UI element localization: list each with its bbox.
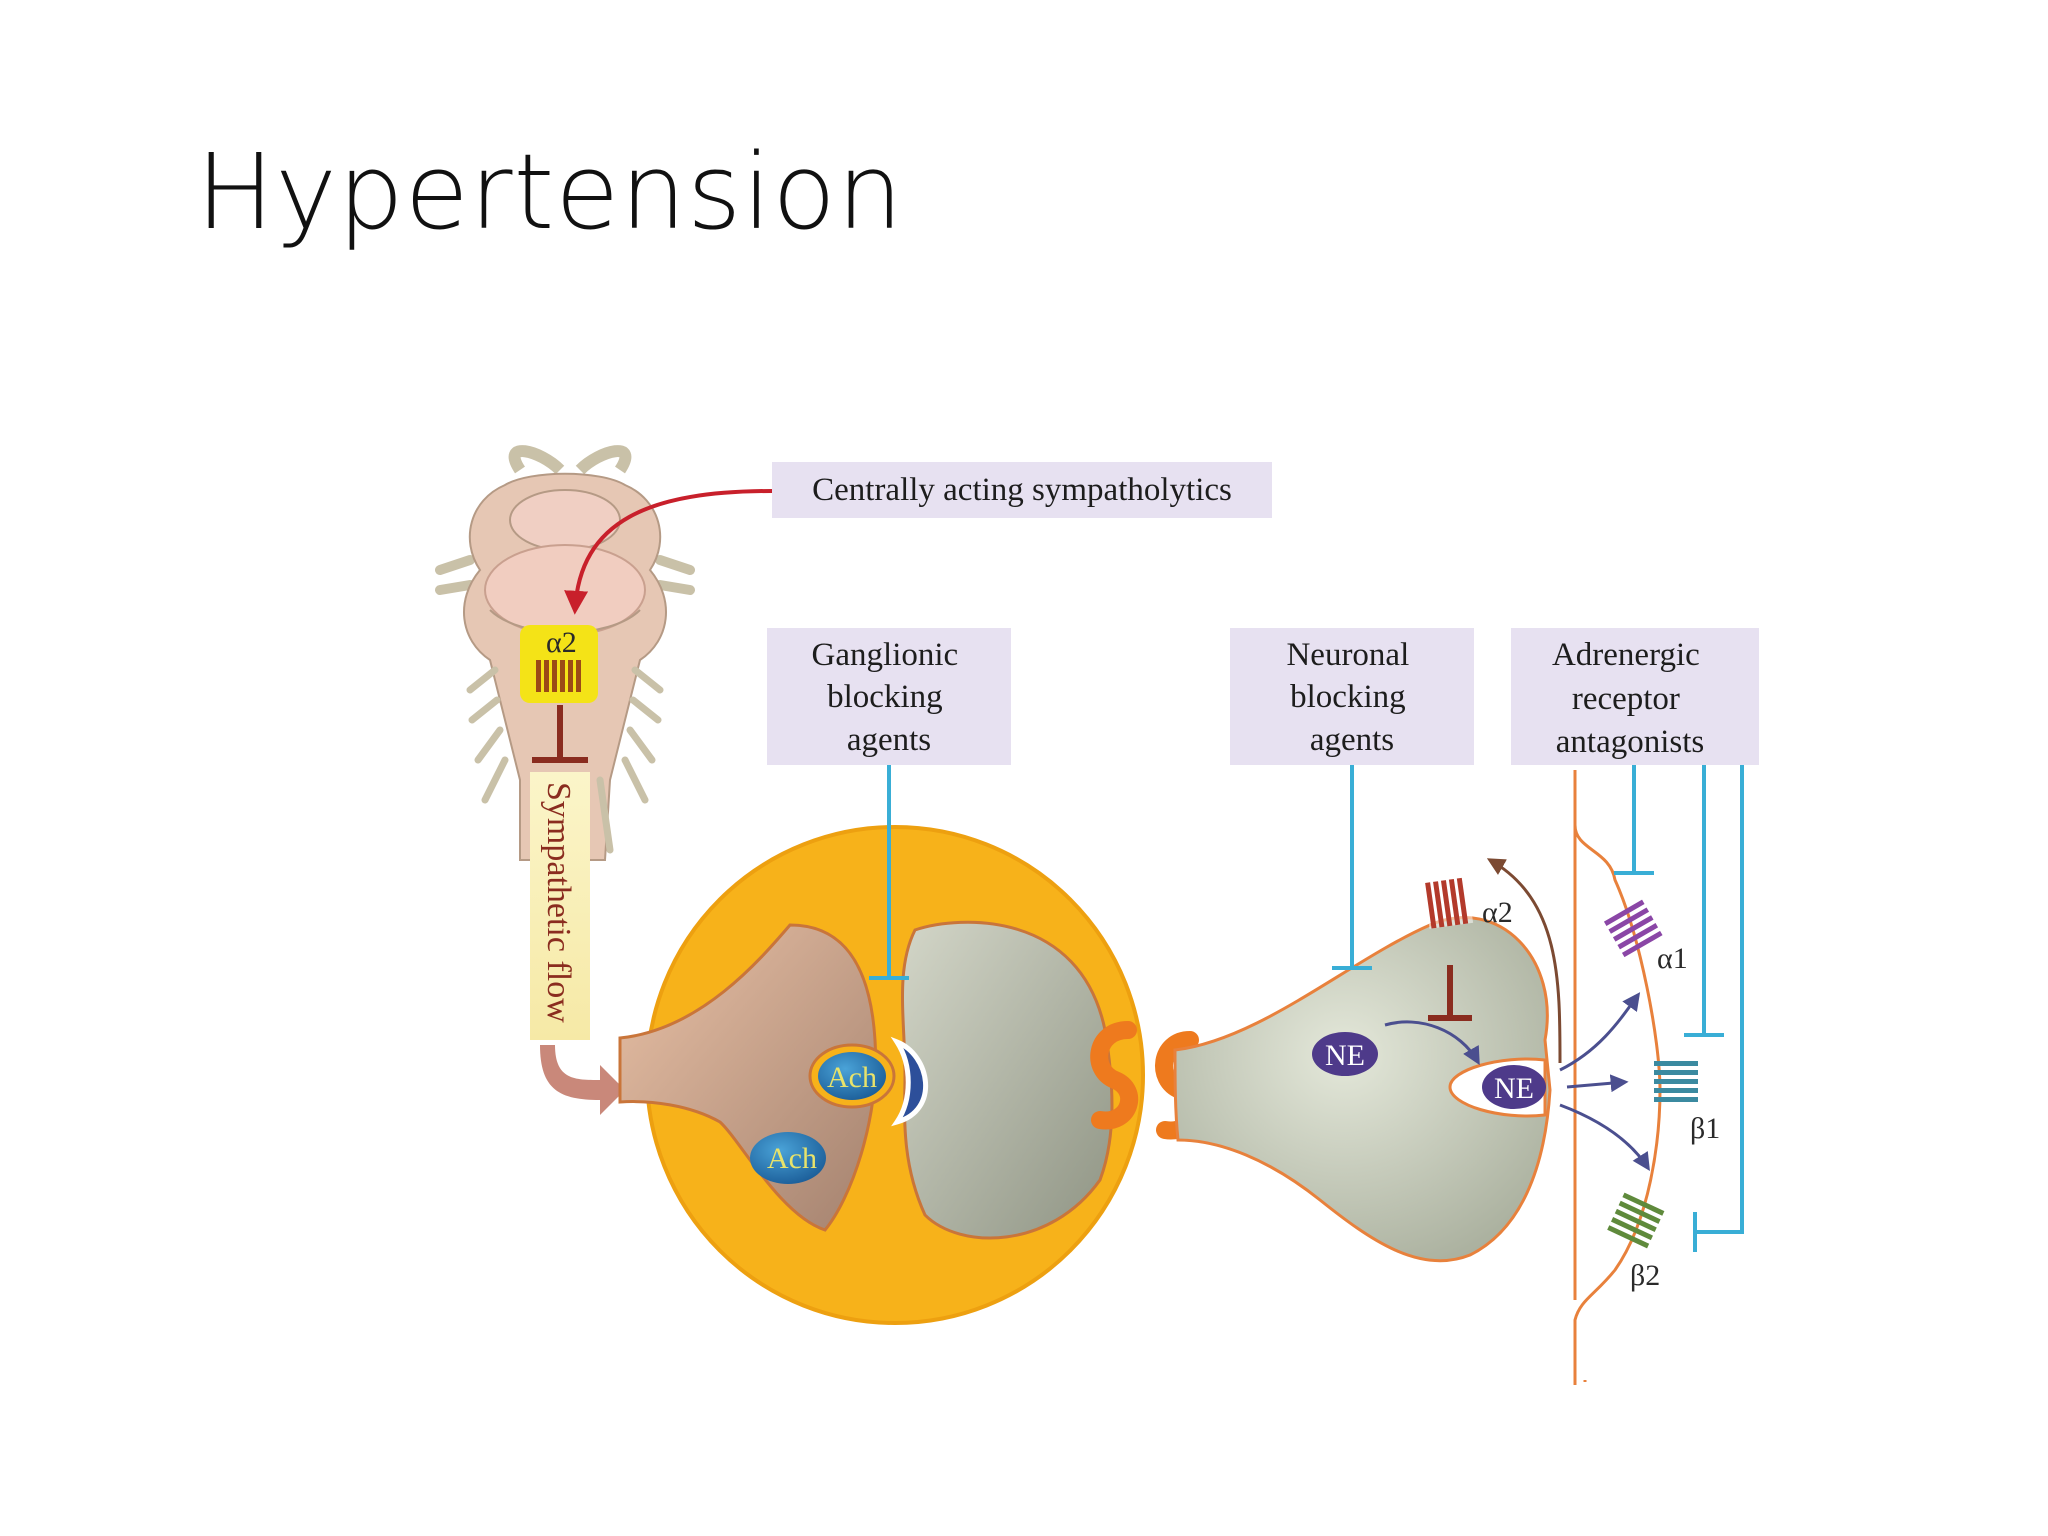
ne-vesicle	[1312, 1032, 1378, 1076]
alpha2-presynaptic-label: α2	[1482, 896, 1513, 929]
slide-title: Hypertension	[196, 131, 904, 253]
sympathetic-flow-column	[530, 772, 590, 1040]
ach-vesicle-synapse	[818, 1052, 886, 1100]
beta2-block-line	[1695, 765, 1744, 1234]
adrenergic-label-box	[1511, 628, 1759, 765]
ne-transport-arrow	[1384, 1020, 1480, 1066]
axon-break-left	[1090, 1021, 1139, 1130]
beta2-label: β2	[1630, 1259, 1660, 1292]
adrenergic-label: Adrenergic receptor antagonists	[1552, 637, 1708, 760]
ne-to-alpha1-arrow	[1559, 992, 1641, 1072]
ne-to-beta2-arrow	[1559, 1103, 1650, 1172]
ne-to-alpha2-arrow	[1486, 858, 1562, 1064]
ganglionic-label: Ganglionic blocking agents	[812, 637, 967, 758]
beta2-receptor	[1607, 1192, 1665, 1249]
ne-to-beta1-arrow	[1566, 1074, 1629, 1093]
beta1-label: β1	[1690, 1112, 1720, 1145]
central-label: Centrally acting sympatholytics	[812, 472, 1232, 508]
postganglionic-body	[901, 920, 1114, 1240]
ne-label-release: NE	[1494, 1072, 1534, 1105]
neuronal-label-box	[1230, 628, 1474, 765]
nerve-terminal	[1173, 916, 1552, 1263]
ach-label: Ach	[767, 1142, 817, 1175]
alpha2-brain-label: α2	[546, 626, 577, 659]
central-action-arrow	[564, 489, 773, 615]
nicotinic-receptor	[890, 1036, 928, 1127]
ne-label: NE	[1325, 1039, 1365, 1072]
brainstem-illustration	[435, 445, 695, 861]
central-label-box	[772, 462, 1272, 518]
alpha1-label: α1	[1657, 942, 1688, 975]
alpha2-presynaptic-receptor	[1423, 877, 1474, 929]
flow-arrow	[540, 1045, 625, 1115]
alpha1-receptor	[1603, 899, 1663, 958]
sympathetic-flow-label: Sympathetic flow	[540, 782, 577, 1023]
ne-vesicle-release	[1482, 1065, 1546, 1109]
ach-vesicle	[750, 1132, 826, 1184]
ganglionic-label-box	[767, 628, 1011, 765]
neuronal-label: Neuronal blocking agents	[1286, 637, 1417, 758]
beta1-receptor	[1654, 1061, 1698, 1102]
ach-label-synapse: Ach	[827, 1061, 877, 1094]
